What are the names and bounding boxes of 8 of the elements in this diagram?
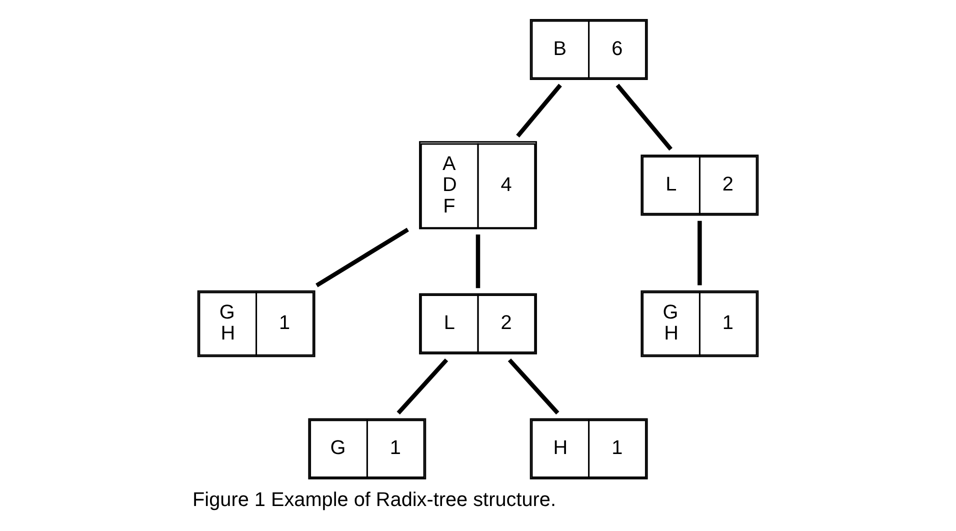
connector xyxy=(396,358,448,414)
connector xyxy=(616,84,672,151)
connector xyxy=(508,358,560,414)
connector xyxy=(698,220,702,286)
connector xyxy=(516,84,562,138)
connector xyxy=(316,228,409,288)
caption: Figure 1 Example of Radix-tree structure. xyxy=(192,488,556,511)
connector xyxy=(476,234,480,288)
